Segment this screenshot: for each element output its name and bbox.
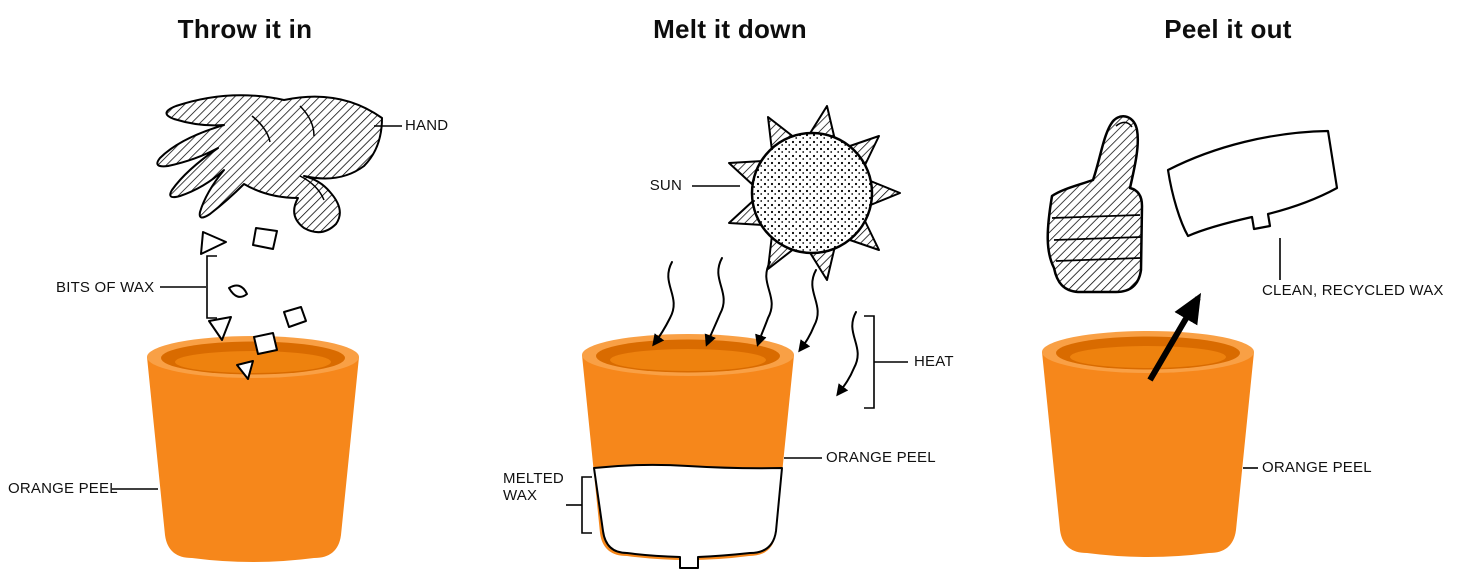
panel-title-melt-it-down: Melt it down [653, 14, 807, 44]
label-hand: HAND [405, 117, 449, 134]
panel-title-throw-it-in: Throw it in [177, 14, 313, 44]
hand-icon [156, 94, 383, 234]
recycled-wax-piece-icon [1166, 129, 1339, 238]
melted-wax-band [593, 463, 783, 569]
panel-title-peel-it-out: Peel it out [1164, 14, 1292, 44]
label-heat: HEAT [914, 353, 954, 370]
orange-peel-cup-1 [147, 336, 359, 562]
label-bits-of-wax: BITS OF WAX [56, 279, 155, 296]
label-orange-peel-1: ORANGE PEEL [8, 480, 118, 497]
orange-peel-cup-3 [1042, 331, 1254, 557]
heat-waves-icon [652, 257, 859, 397]
label-melted-wax: MELTED WAX [503, 470, 564, 504]
heat-bracket [864, 315, 875, 409]
label-orange-peel-2: ORANGE PEEL [826, 449, 936, 466]
label-orange-peel-3: ORANGE PEEL [1262, 459, 1372, 476]
thumbs-up-icon [1046, 115, 1144, 294]
peel-out-arrow [1147, 292, 1202, 382]
label-clean-recycled-wax: CLEAN, RECYCLED WAX [1262, 282, 1444, 299]
wax-bits-icon [200, 227, 307, 380]
sun-icon [728, 105, 901, 281]
melted-wax-bracket [581, 476, 592, 534]
bits-of-wax-bracket [206, 255, 217, 319]
label-sun: SUN [649, 177, 682, 194]
orange-peel-cup-2 [582, 334, 794, 569]
